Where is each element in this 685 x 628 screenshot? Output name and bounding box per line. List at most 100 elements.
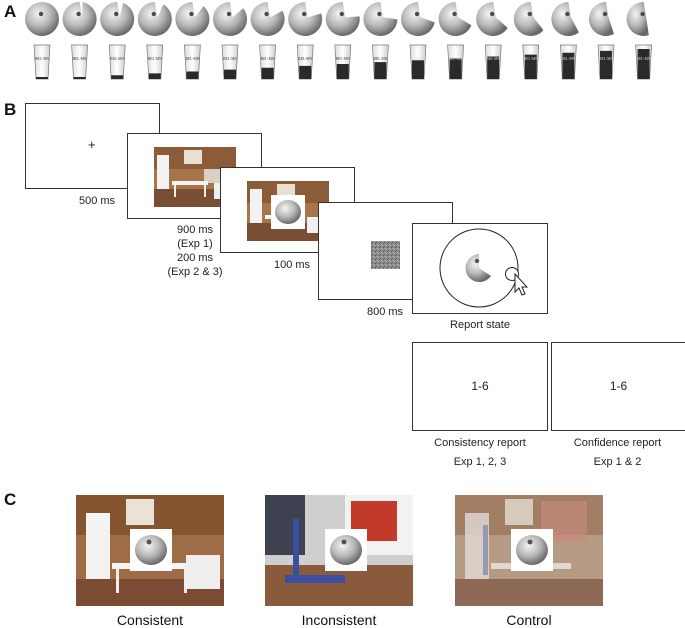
apple-stem-icon xyxy=(226,11,232,17)
glass-label: BEL-MN xyxy=(261,57,275,61)
glass-label: BEL-MN xyxy=(524,57,538,61)
apple-stimulus xyxy=(288,2,323,37)
scene-duration-line-2: (Exp 1) xyxy=(177,238,213,250)
apple-stem-icon xyxy=(602,11,608,17)
apple-stem-icon xyxy=(527,11,532,17)
apple-stimulus xyxy=(513,2,544,37)
noise-mask xyxy=(371,241,400,269)
glass-label: BEL-MN xyxy=(110,57,124,61)
apple-stimulus xyxy=(626,2,649,36)
glass-body xyxy=(108,44,126,80)
apple-shape xyxy=(363,2,398,36)
apple-stimulus xyxy=(250,2,285,36)
glass-fill-level xyxy=(487,56,500,79)
glass-label: BEL-MN xyxy=(374,57,388,61)
glass-fill-level xyxy=(412,60,424,79)
apple-stem-icon xyxy=(377,11,382,17)
glass-stimulus: BEL-MN xyxy=(597,44,615,80)
apple-shape xyxy=(589,2,615,36)
glass-stimulus: BEL-MN xyxy=(296,44,314,80)
glass-label: BEL-MN xyxy=(186,57,200,61)
glass-label: BEL-MN xyxy=(73,57,87,61)
glass-stimulus: BEL-MN xyxy=(409,44,427,80)
glass-fill-level xyxy=(186,71,199,79)
glass-label: BEL-MN xyxy=(562,57,576,61)
apple-shape xyxy=(213,2,247,36)
apple-shape xyxy=(513,2,544,37)
glass-stimulus: BEL-MN xyxy=(334,44,352,80)
apple-stimulus xyxy=(325,2,360,37)
glass-label: BEL-MN xyxy=(148,57,162,61)
glass-fill-level xyxy=(299,65,312,79)
apple-stimulus xyxy=(175,2,210,36)
glass-stimulus: BEL-MN xyxy=(522,44,540,80)
glass-fill-level xyxy=(261,67,274,79)
glass-stimulus: BEL-MN xyxy=(221,44,239,80)
mask-duration: 800 ms xyxy=(366,306,404,318)
apple-stimulus xyxy=(589,2,615,36)
scene-duration-line-3: 200 ms xyxy=(176,252,214,264)
glass-body xyxy=(71,44,88,80)
glass-label: BEL-MN xyxy=(486,57,500,61)
glass-fill-level xyxy=(111,75,124,79)
fixation-cross: + xyxy=(88,137,96,152)
glass-stimulus: BEL-MN xyxy=(33,44,51,80)
apple-stimulus xyxy=(62,2,97,37)
glass-stimulus: BEL-MN xyxy=(447,44,464,80)
apple-shape xyxy=(401,2,435,36)
glass-label: BEL-MN xyxy=(336,57,350,61)
apple-stem-icon xyxy=(114,11,119,17)
confidence-scale: 1-6 xyxy=(609,379,628,393)
confidence-report-caption: Confidence report xyxy=(573,437,662,449)
glass-label: BEL-MN xyxy=(637,57,651,61)
apple-stem-icon xyxy=(339,11,344,17)
apple-stimulus xyxy=(476,2,508,36)
glass-label: BEL-MN xyxy=(449,57,463,61)
glass-label: BEL-MN xyxy=(223,57,237,61)
apple-stimulus xyxy=(213,2,247,36)
glass-label: BEL-MN xyxy=(298,57,312,61)
glass-stimulus: BEL-MN xyxy=(71,44,88,80)
glass-fill-level xyxy=(36,77,48,79)
apple-shape xyxy=(626,2,649,36)
glass-fill-level xyxy=(600,50,612,79)
glass-stimulus: BEL-MN xyxy=(560,44,577,80)
apple-stem-icon xyxy=(38,11,44,17)
report-wheel xyxy=(439,228,529,308)
glass-fill-level xyxy=(449,58,462,79)
panel-a-stimuli: BEL-MN BEL-MN BEL-MN BEL-MN BEL-MN BEL-MN BEL-… xyxy=(25,2,652,80)
panel-label-b: B xyxy=(4,100,17,119)
glass-stimulus: BEL-MN xyxy=(635,44,652,80)
condition-label-inconsistent: Inconsistent xyxy=(301,612,377,628)
apple-stem-icon xyxy=(640,11,645,17)
apple-stimulus xyxy=(438,2,472,37)
apple-stimulus xyxy=(25,2,59,36)
consistent-scene-drawing xyxy=(76,495,224,606)
glass-label: BEL-MN xyxy=(35,57,49,61)
apple-shape xyxy=(250,2,285,36)
confidence-report-exp: Exp 1 & 2 xyxy=(593,456,642,468)
glass-stimulus: BEL-MN xyxy=(146,44,164,80)
apple-stem-icon xyxy=(76,11,81,17)
consistency-report-caption: Consistency report xyxy=(434,437,526,449)
apple-stem-icon xyxy=(264,11,269,17)
apple-shape xyxy=(100,2,135,36)
object-duration: 100 ms xyxy=(273,259,311,271)
confidence-report-frame: 1-6 xyxy=(551,342,685,431)
kitchen-with-object-image xyxy=(247,181,329,241)
apple-shape xyxy=(476,2,508,36)
apple-shape xyxy=(137,2,172,36)
control-scene-drawing xyxy=(455,495,603,606)
glass-fill-level xyxy=(374,62,387,79)
apple-shape xyxy=(438,2,472,37)
scene-duration-line-4: (Exp 2 & 3) xyxy=(167,266,223,278)
glass-stimulus: BEL-MN xyxy=(108,44,126,80)
apple-stimulus xyxy=(137,2,172,36)
apple-stem-icon xyxy=(490,11,495,17)
glass-fill-level xyxy=(637,49,650,79)
apple-stimulus xyxy=(100,2,135,36)
condition-label-consistent: Consistent xyxy=(116,612,184,628)
consistency-scale: 1-6 xyxy=(471,379,489,393)
scene-duration-line-1: 900 ms xyxy=(176,224,214,236)
apple-shape xyxy=(551,2,579,37)
